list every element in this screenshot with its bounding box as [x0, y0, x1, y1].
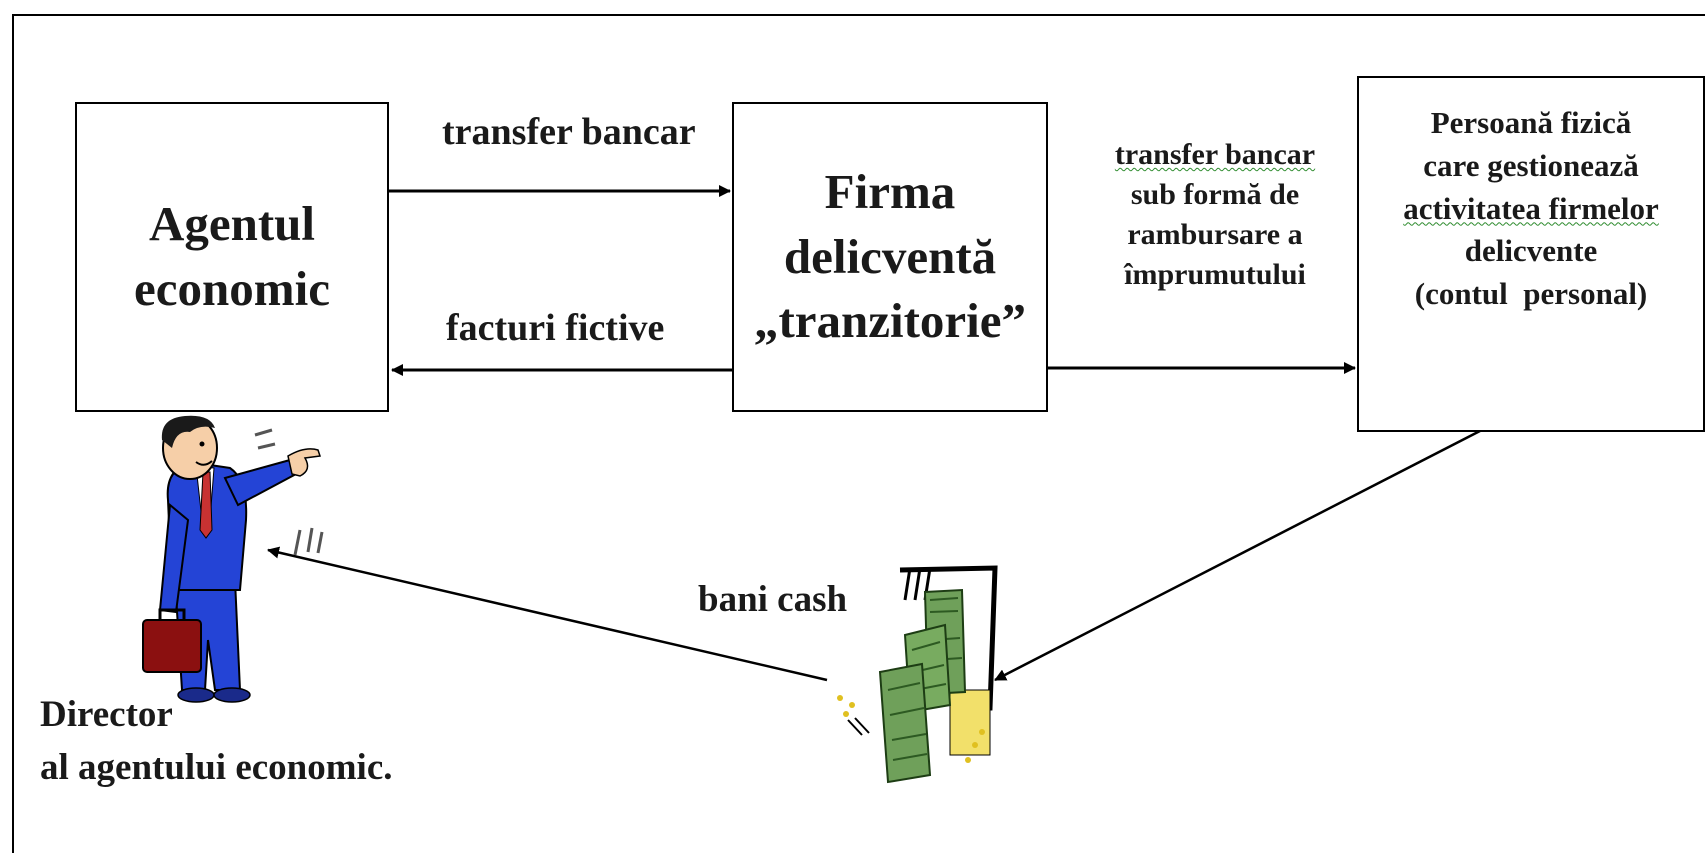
box-firma-line-2: delicventă: [783, 228, 997, 284]
label-rambursare-line-3: rambursare a: [1127, 217, 1303, 251]
label-transfer-rambursare: transfer bancar sub formă de rambursare …: [1095, 135, 1335, 295]
label-rambursare-line-2: sub formă de: [1130, 177, 1300, 211]
box-persoana-line-5: (contul personal): [1414, 276, 1648, 312]
box-agent-line-1: Agentul: [148, 196, 316, 252]
box-agent-economic: Agentul economic: [75, 102, 389, 412]
box-persoana-line-2: care gestionează: [1423, 147, 1639, 183]
label-rambursare-line-4: împrumutului: [1124, 257, 1306, 291]
box-firma-line-1: Firma: [824, 163, 956, 219]
label-director-line-1: Director: [40, 694, 173, 735]
label-transfer-bancar-top: transfer bancar: [442, 111, 696, 153]
diagram-frame: [12, 14, 1705, 853]
box-agent-line-2: economic: [134, 261, 330, 316]
box-firma-delicventa: Firma delicventă „tranzitorie”: [732, 102, 1048, 412]
label-rambursare-line-1: transfer bancar: [1114, 138, 1316, 171]
box-persoana-fizica: Persoană fizică care gestionează activit…: [1357, 76, 1705, 432]
label-bani-cash: bani cash: [698, 579, 848, 620]
label-director: Director al agentului economic.: [40, 688, 393, 795]
box-persoana-line-4: delicvente: [1464, 233, 1598, 269]
box-firma-line-3: „tranzitorie”: [753, 293, 1027, 349]
box-persoana-line-1: Persoană fizică: [1430, 105, 1632, 140]
label-facturi-fictive: facturi fictive: [446, 307, 665, 349]
box-persoana-line-3: activitatea firmelor: [1403, 190, 1659, 226]
label-director-line-2: al agentului economic.: [40, 747, 393, 789]
arrow-persoana-to-cash: [994, 411, 1516, 682]
arrow-cash-to-director: [267, 546, 828, 682]
